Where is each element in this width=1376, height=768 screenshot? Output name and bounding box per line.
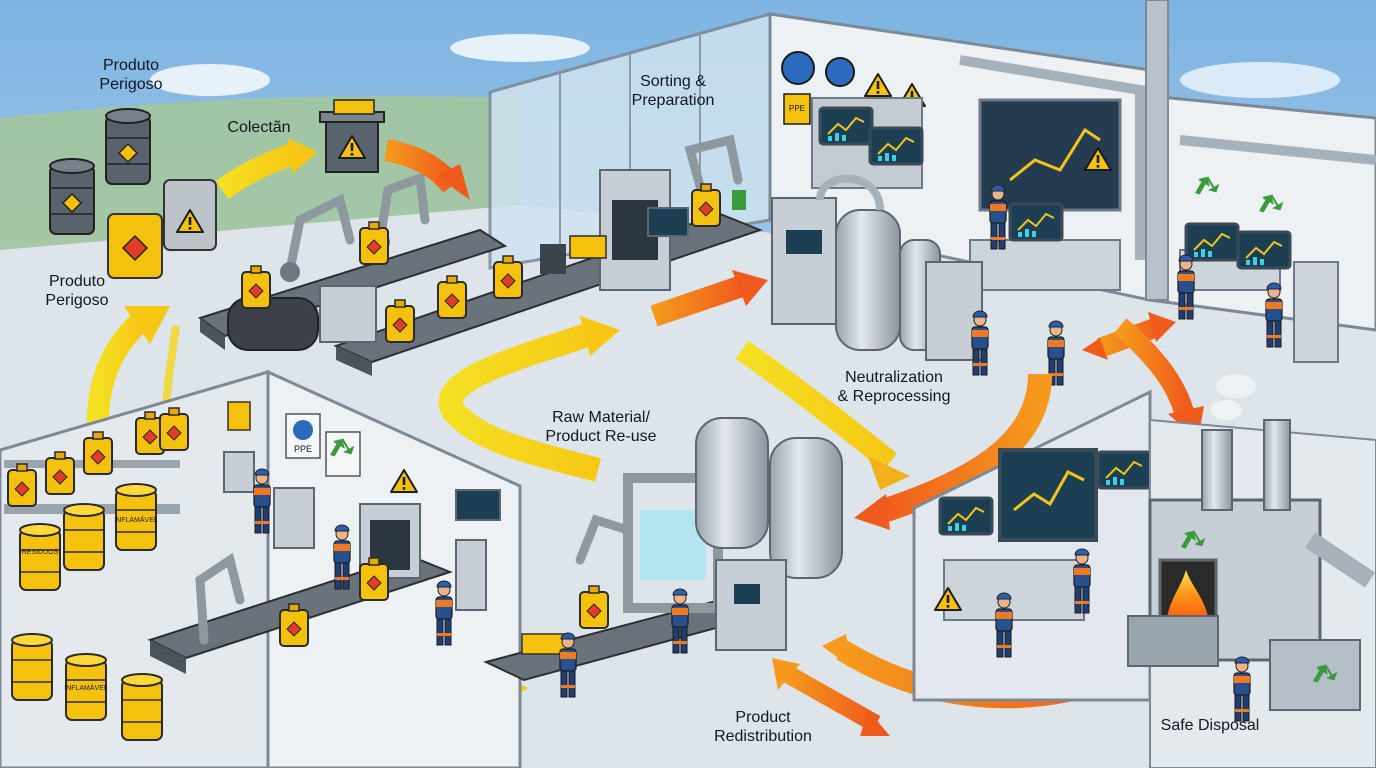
- label-sorting-line2: Preparation: [631, 92, 715, 109]
- label-neutral-line2: & Reprocessing: [837, 388, 951, 405]
- sign-ppe-back: PPE: [788, 104, 805, 113]
- label-neutral-line1: Neutralization: [845, 369, 943, 386]
- label-redistrib-line2: Redistribution: [714, 728, 812, 745]
- sign-ppe-left: PPE: [293, 444, 312, 454]
- barrel-label-inflamavel-bottom: INFLAMÁVEL: [64, 685, 108, 692]
- label-raw-material-reuse: Raw Material/ Product Re-use: [528, 408, 674, 446]
- label-redistrib-line1: Product: [735, 709, 791, 726]
- label-produto-left-line1: Produto: [48, 273, 106, 290]
- label-produto-perigoso-left: Produto Perigoso: [34, 272, 120, 310]
- label-produto-top-line2: Perigoso: [99, 76, 163, 93]
- label-neutralization-reprocessing: Neutralization & Reprocessing: [826, 368, 962, 406]
- label-safe-disposal: Safe Disposal: [1160, 717, 1260, 734]
- label-sorting-preparation: Sorting & Preparation: [618, 72, 728, 110]
- label-rawmat-line2: Product Re-use: [545, 428, 657, 445]
- label-rawmat-line1: Raw Material/: [552, 409, 650, 426]
- label-produto-top-line1: Produto: [102, 57, 160, 74]
- label-sorting-line1: Sorting &: [640, 73, 706, 90]
- barrel-label-inflamavel: INFLAMÁVEL: [114, 517, 158, 524]
- label-product-redistribution: Product Redistribution: [698, 708, 828, 746]
- label-produto-left-line2: Perigoso: [45, 292, 109, 309]
- label-colectan: Colectãn: [227, 119, 291, 136]
- label-produto-perigoso-top: Produto Perigoso: [88, 56, 174, 94]
- barrel-label-residuos: RESIDUOS: [21, 549, 59, 556]
